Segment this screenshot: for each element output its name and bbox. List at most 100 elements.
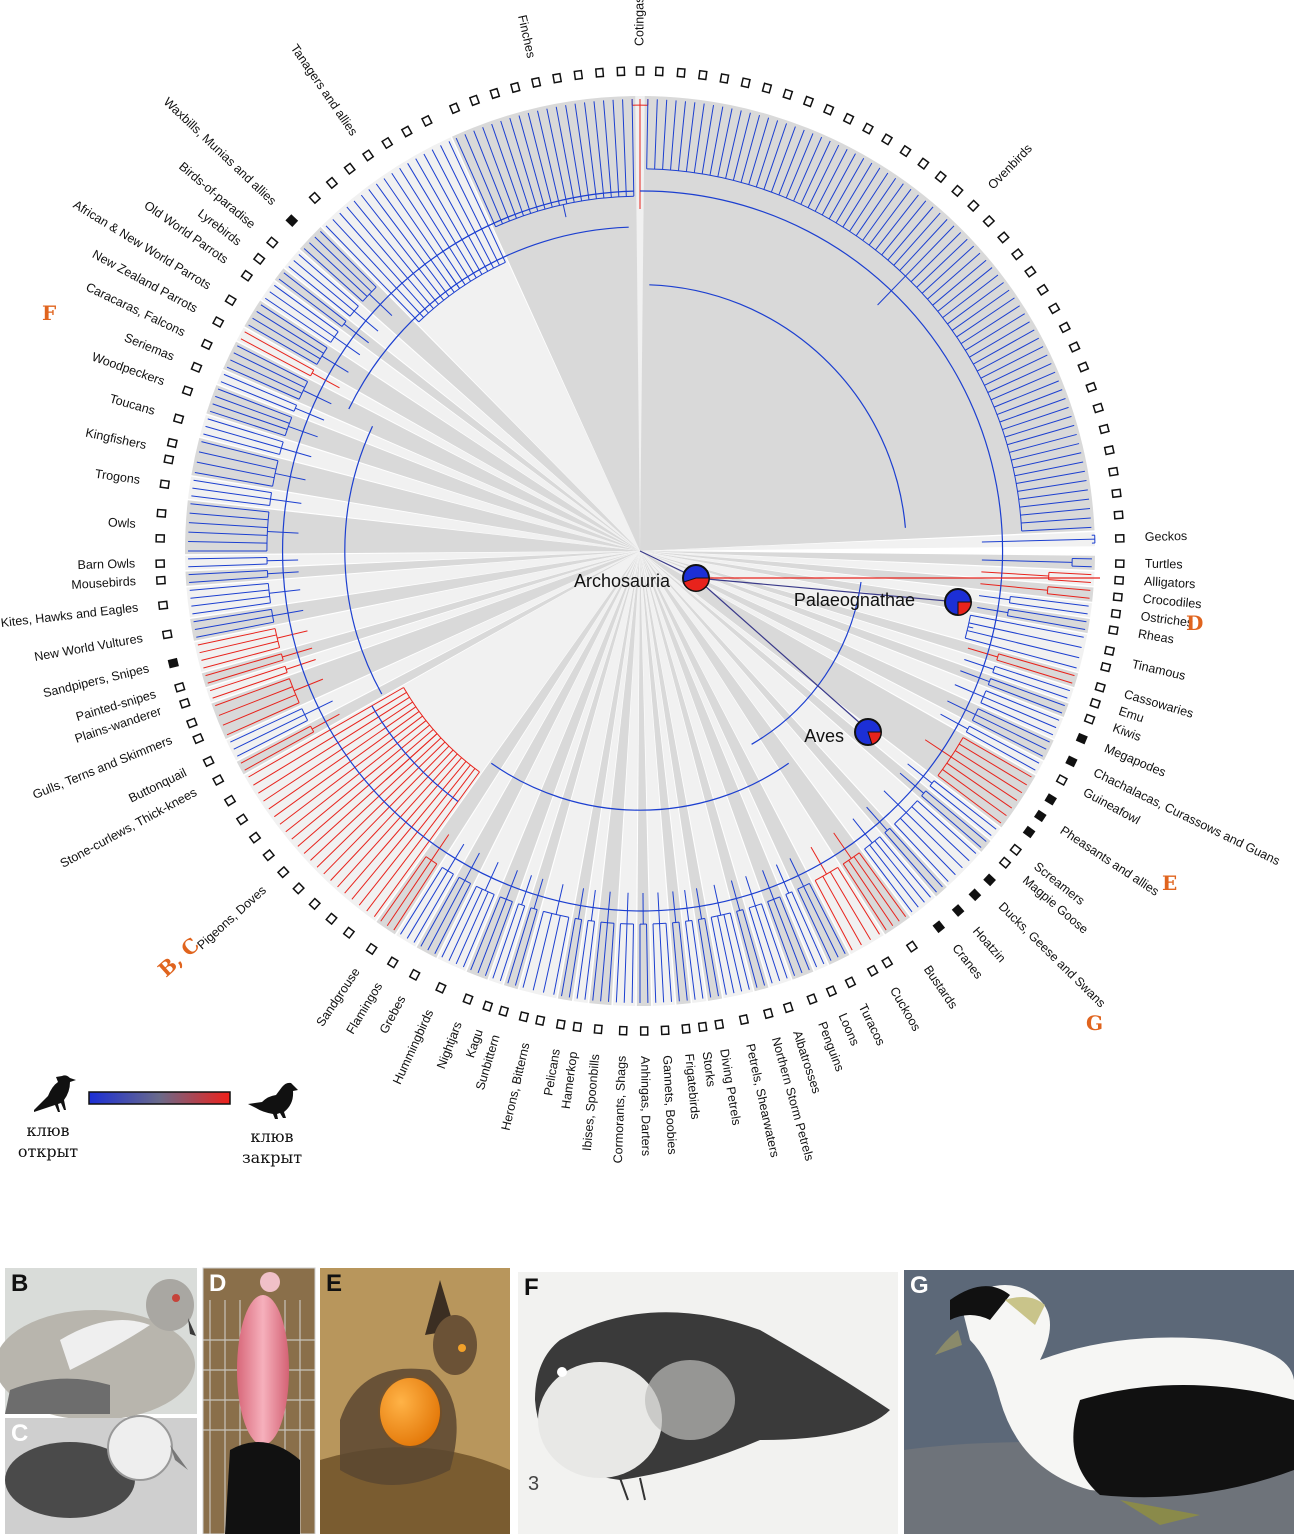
tree-branches xyxy=(188,99,1100,1003)
tip-branch xyxy=(576,920,589,999)
clade-label: Hamerkop xyxy=(559,1051,580,1110)
tip-branch xyxy=(223,373,297,406)
state-box xyxy=(1083,713,1096,725)
clade-wedge xyxy=(416,551,640,958)
state-box xyxy=(635,66,645,76)
stem-line xyxy=(695,577,871,733)
state-box xyxy=(262,848,276,862)
tip-branch xyxy=(207,418,284,443)
tip-branch xyxy=(998,653,1075,677)
state-box xyxy=(174,681,186,693)
tip-branch xyxy=(868,188,912,246)
clade-label: Anhingas, Darters xyxy=(638,1056,653,1156)
tip-branch xyxy=(1009,433,1077,453)
state-box xyxy=(997,231,1010,244)
tip-branch xyxy=(473,130,510,222)
tip-branch xyxy=(905,225,955,277)
tip-branch xyxy=(742,909,766,986)
clade-wedge xyxy=(640,96,1095,551)
tip-branch xyxy=(470,896,501,971)
tip-branch xyxy=(309,242,368,297)
state-box xyxy=(881,956,894,969)
tip-branch xyxy=(983,696,1057,729)
tip-branch xyxy=(1071,565,1092,568)
tip-branch xyxy=(420,877,460,947)
clade-arc xyxy=(349,305,359,317)
state-boxes xyxy=(155,66,1125,1036)
state-box xyxy=(842,112,855,125)
state-box xyxy=(782,1001,794,1014)
state-box xyxy=(594,67,605,78)
tip-branch xyxy=(391,172,466,286)
aves-pie xyxy=(854,718,882,746)
clade-wedge xyxy=(216,370,640,551)
tip-branch xyxy=(748,907,773,984)
clade-label: Nightjars xyxy=(434,1020,465,1071)
clade-wedge xyxy=(640,551,792,988)
state-box xyxy=(552,72,563,84)
stem-branch xyxy=(730,880,741,911)
tip-branch xyxy=(855,177,897,237)
stem-branch xyxy=(967,626,974,629)
clade-label: Ibises, Spoonbills xyxy=(580,1053,602,1151)
state-box xyxy=(1108,466,1119,477)
state-box xyxy=(223,794,237,807)
tip-branch xyxy=(415,158,483,275)
color-scale-bar xyxy=(88,1091,231,1105)
tip-branch xyxy=(760,903,788,979)
clade-arc xyxy=(748,903,762,909)
clade-wedge xyxy=(185,500,641,555)
clade-wedge xyxy=(223,341,640,551)
clade-wedge xyxy=(640,551,723,1001)
state-box xyxy=(156,508,167,518)
tip-branch xyxy=(693,103,705,173)
stem-branch xyxy=(445,268,461,289)
tip-branch xyxy=(791,891,825,965)
tip-branch xyxy=(980,702,1054,736)
clade-wedge xyxy=(452,96,640,551)
clade-wedge xyxy=(284,250,640,552)
stem-branch xyxy=(430,834,450,861)
state-box xyxy=(181,385,194,397)
state-box xyxy=(1103,645,1116,656)
stem-branch xyxy=(924,739,952,758)
tip-branch xyxy=(697,919,712,998)
tip-branch xyxy=(189,576,268,584)
clade-wedge xyxy=(640,531,1095,551)
clade-wedge xyxy=(185,551,640,586)
tip-branch xyxy=(969,725,1040,764)
tip-branch xyxy=(770,126,796,193)
tip-branch xyxy=(230,359,303,394)
backbone-arc xyxy=(371,705,459,802)
tip-branch xyxy=(360,194,445,301)
photo-e-label: E xyxy=(326,1270,343,1297)
photo-f-figure-number: 3 xyxy=(528,1473,539,1495)
tip-branch xyxy=(314,236,372,293)
tip-branch xyxy=(592,922,602,1001)
legend xyxy=(34,1075,298,1119)
panel-marker: G xyxy=(1086,1011,1103,1035)
clade-label: Ovenbirds xyxy=(985,141,1035,192)
state-box xyxy=(1075,732,1088,745)
clade-wedge xyxy=(226,551,640,761)
tip-branch xyxy=(622,99,627,197)
tip-branch xyxy=(947,282,1004,325)
clade-wedges xyxy=(185,95,1095,1006)
tip-branch xyxy=(958,743,1028,786)
state-box xyxy=(192,732,205,745)
stem-branch xyxy=(981,559,1073,563)
tip-branch xyxy=(346,206,434,309)
photo-b xyxy=(0,1268,197,1420)
state-box xyxy=(224,294,237,307)
tip-branch xyxy=(967,630,1080,659)
tip-branch xyxy=(191,595,270,607)
tip-branch xyxy=(332,219,424,318)
clade-wedge xyxy=(206,384,640,551)
stem-branch xyxy=(606,891,611,923)
tip-branch xyxy=(226,702,300,736)
state-box xyxy=(400,125,413,138)
state-box xyxy=(448,102,461,115)
state-box xyxy=(1022,825,1036,839)
state-box xyxy=(292,882,305,895)
tip-branch xyxy=(670,100,677,171)
